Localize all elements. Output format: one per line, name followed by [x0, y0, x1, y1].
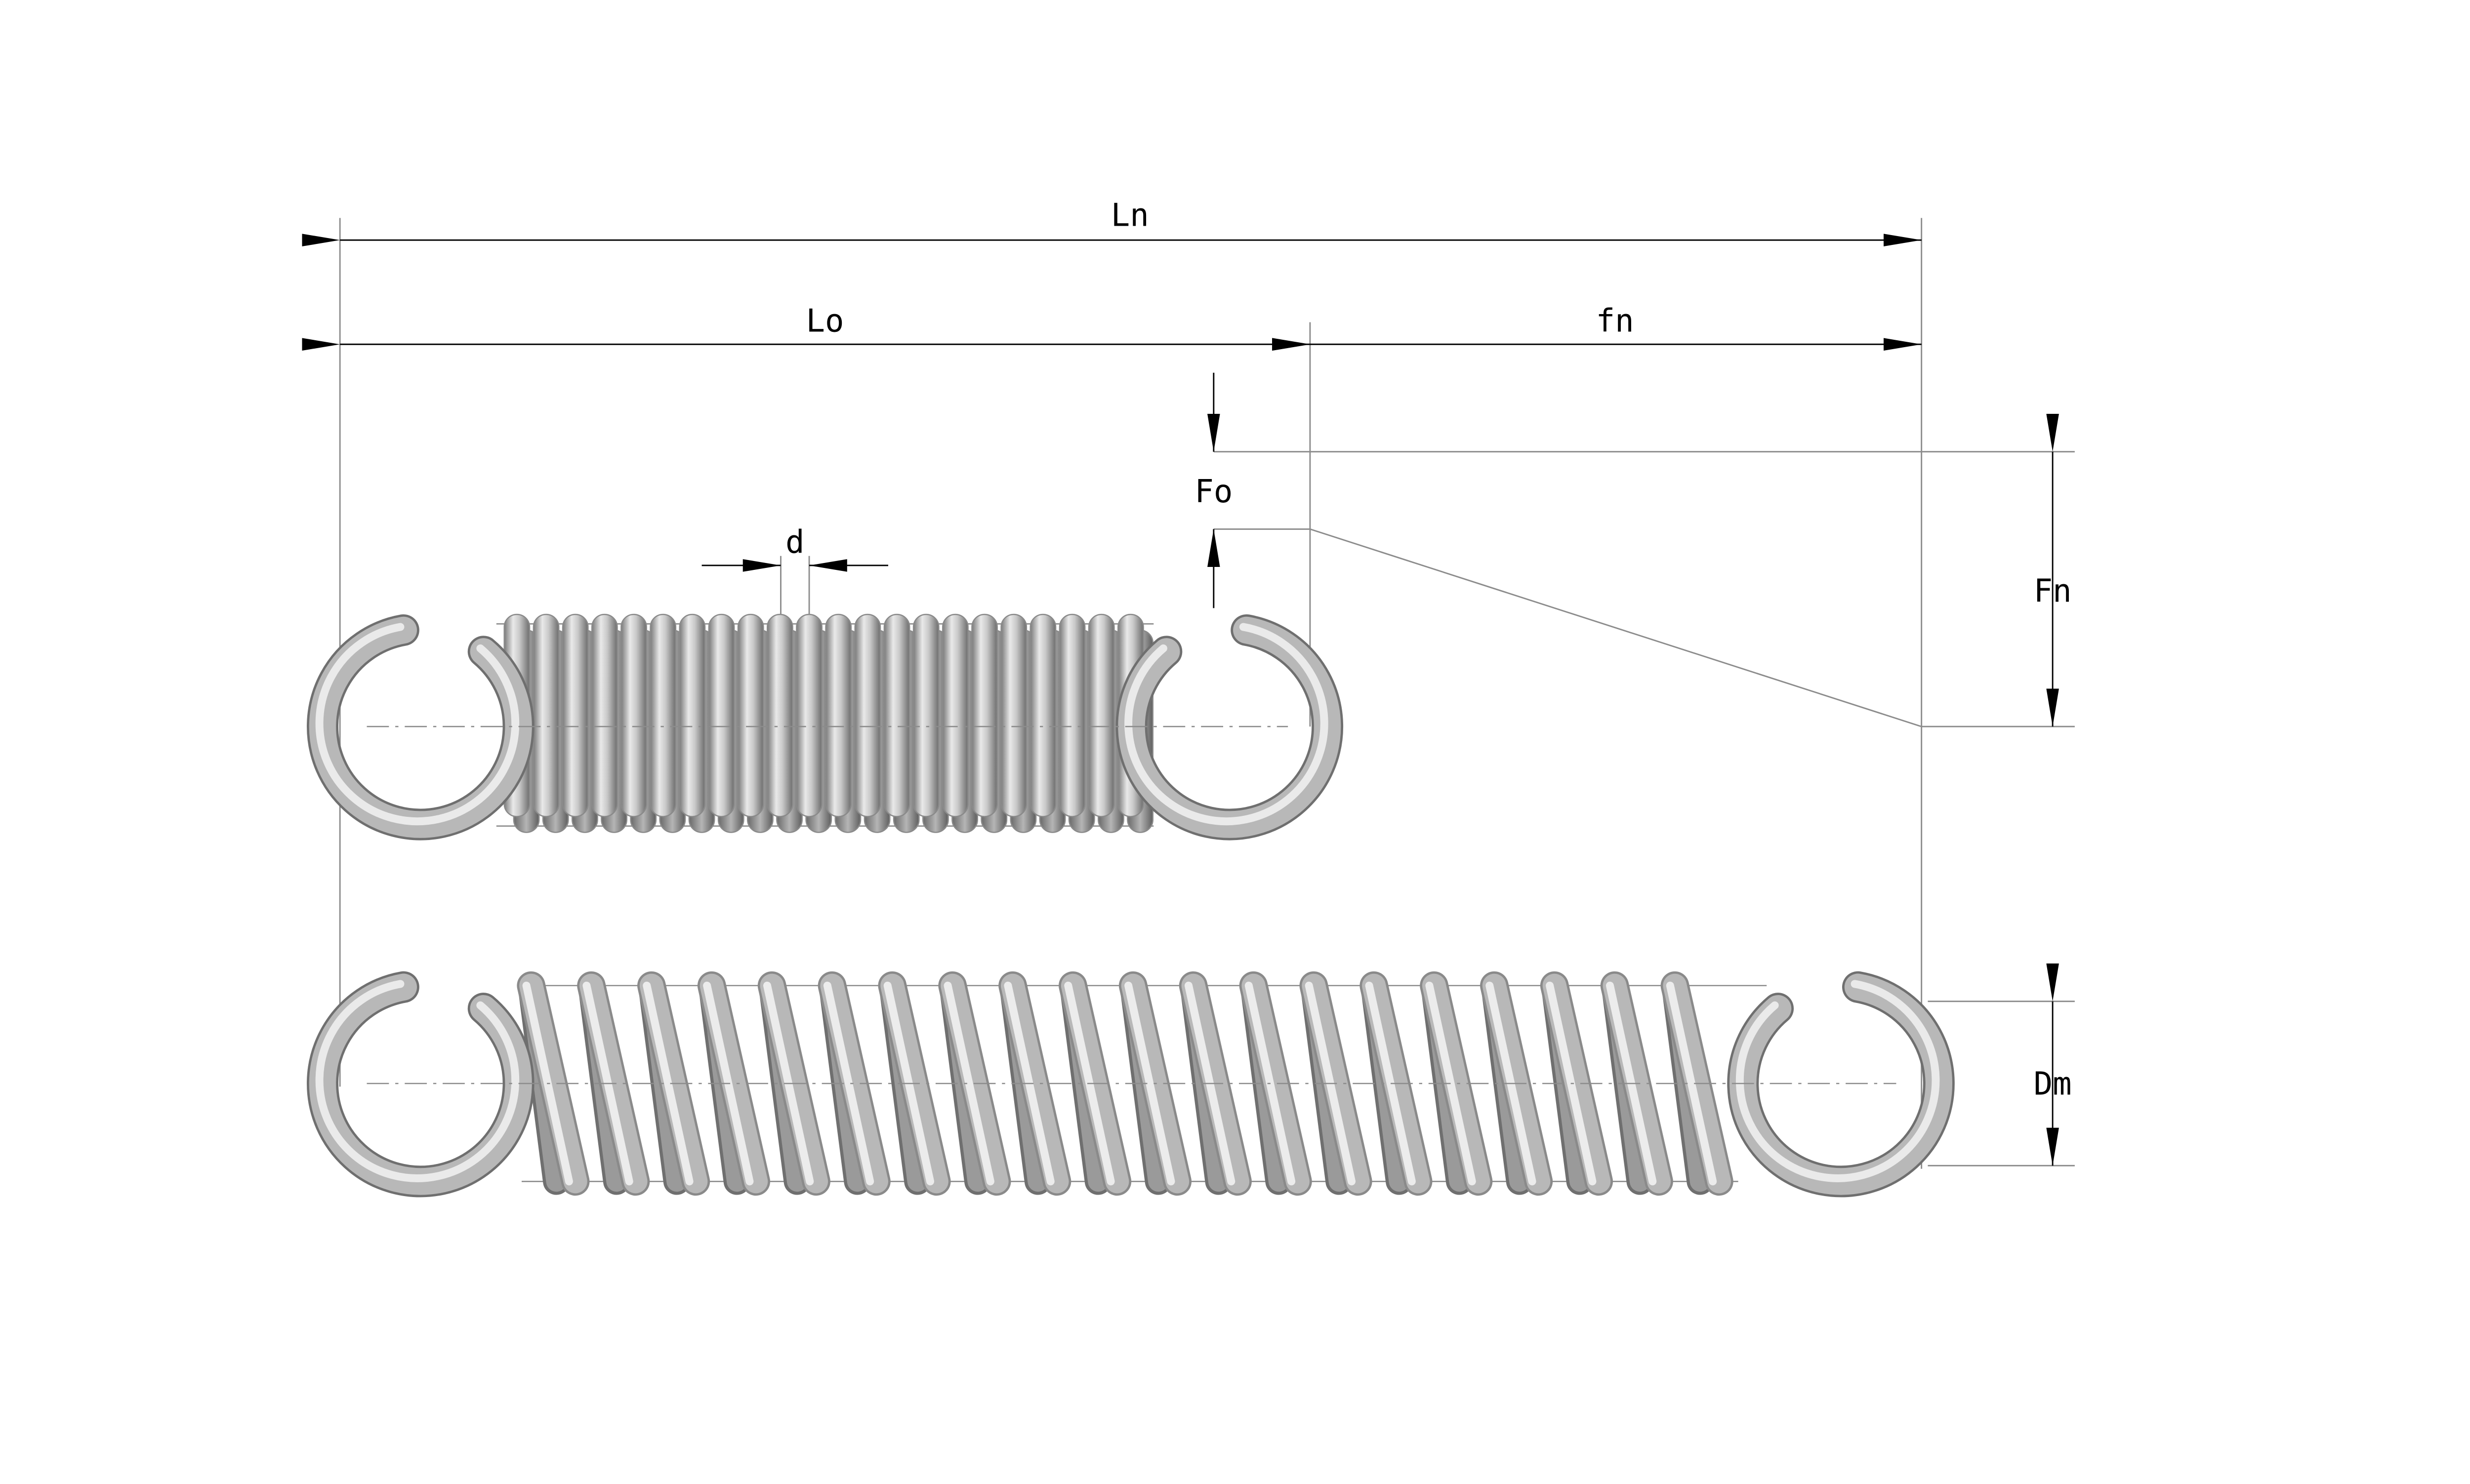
extended-coil-highlight-11 — [1124, 981, 1175, 1186]
lo-label: Lo — [806, 303, 844, 340]
extended-coil-front-9 — [1001, 973, 1069, 1194]
d-label: d — [785, 524, 805, 561]
relaxed-coil-13 — [854, 613, 881, 817]
extended-left-hook-highlight — [315, 980, 520, 1182]
extended-coil-front-18 — [1542, 973, 1611, 1194]
extended-coil-front-6 — [820, 973, 888, 1194]
extended-right-hook — [1727, 971, 1955, 1198]
extended-coil-front-1 — [519, 973, 587, 1194]
fn-lower-label: fn — [1596, 303, 1634, 340]
relaxed-spring — [307, 613, 1344, 841]
relaxed-coil-12 — [825, 613, 852, 817]
relaxed-coil-19 — [1029, 613, 1057, 817]
extended-coil-highlight-6 — [823, 981, 874, 1186]
ln-label: Ln — [1111, 197, 1149, 234]
extended-coil-highlight-20 — [1666, 981, 1717, 1186]
extended-right-hook-highlight — [1735, 980, 1940, 1182]
extended-coil-highlight-16 — [1425, 981, 1476, 1186]
extended-coil-front-13 — [1241, 973, 1310, 1194]
extended-coil-highlight-15 — [1365, 981, 1416, 1186]
relaxed-coil-10 — [767, 613, 793, 817]
extended-coil-front-4 — [700, 973, 768, 1194]
relaxed-coil-11 — [796, 613, 823, 817]
force-slope-line — [1310, 528, 1922, 727]
relaxed-coil-20 — [1059, 613, 1086, 817]
extended-spring — [307, 971, 1955, 1198]
relaxed-coil-5 — [620, 613, 647, 817]
relaxed-coil-7 — [679, 613, 706, 817]
relaxed-coil-14 — [883, 613, 910, 817]
dimension-lines — [302, 234, 2059, 1166]
extended-coil-highlight-8 — [944, 981, 994, 1186]
relaxed-left-hook — [307, 614, 535, 841]
relaxed-coil-15 — [912, 613, 940, 817]
extended-left-hook — [307, 971, 535, 1198]
relaxed-coil-4 — [591, 613, 618, 817]
relaxed-right-hook-highlight — [1124, 623, 1328, 826]
extended-coil-front-16 — [1422, 973, 1490, 1194]
relaxed-coil-3 — [562, 613, 589, 817]
center-lines — [367, 725, 1896, 1084]
relaxed-coil-16 — [942, 613, 969, 817]
relaxed-coil-17 — [971, 613, 998, 817]
relaxed-coil-8 — [708, 613, 735, 817]
relaxed-right-hook — [1115, 614, 1344, 841]
relaxed-coil-6 — [650, 613, 677, 817]
relaxed-coil-9 — [737, 613, 764, 817]
dm-label: Dm — [2034, 1066, 2072, 1102]
fn-upper-label: Fn — [2034, 573, 2072, 610]
relaxed-left-hook-highlight — [315, 623, 520, 826]
fo-label: Fo — [1194, 474, 1233, 510]
relaxed-coil-2 — [533, 613, 560, 817]
extended-coil-highlight-3 — [643, 981, 694, 1186]
relaxed-coil-18 — [1000, 613, 1028, 817]
relaxed-coil-21 — [1088, 613, 1115, 817]
